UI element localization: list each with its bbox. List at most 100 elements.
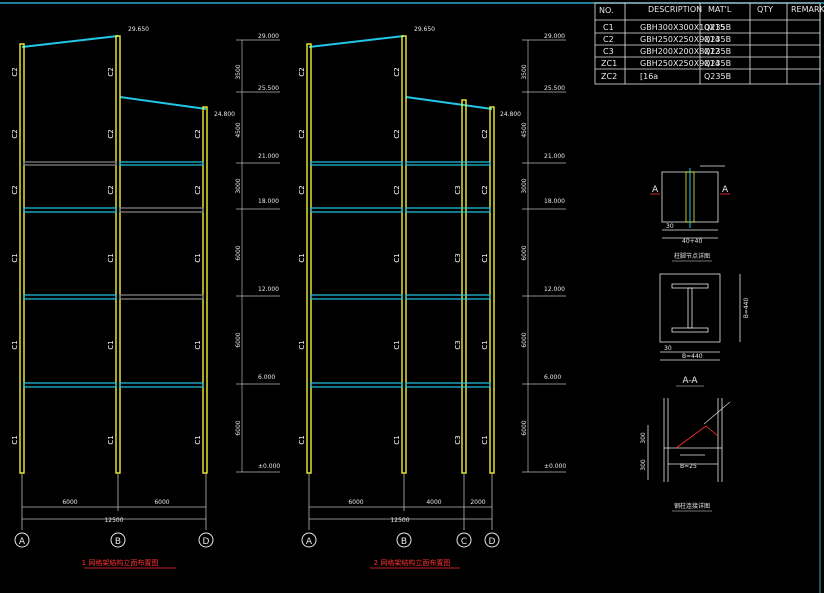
frame1-col-label-a-1: C1: [11, 435, 19, 444]
frame2-total-dim: 12500: [390, 517, 409, 524]
frame2-span-1: 6000: [348, 499, 363, 506]
frame2-col-label-b-3: C1: [393, 253, 401, 262]
frame1-col-label-d-2: C1: [194, 340, 202, 349]
frame1-col-label-d-4: C2: [194, 185, 202, 194]
frame2-dim-6000-a: 6000: [521, 245, 528, 260]
frame2-elev-18000: 18.000: [544, 198, 565, 205]
detail3-title: 钢柱连接详图: [674, 502, 710, 510]
frame1-col-label-a-3: C1: [11, 253, 19, 262]
detail-column-base-plan: A A 30 40+40 柱脚节点详图: [650, 165, 730, 262]
frame2-title: 2 网格架结构立面布置图: [374, 558, 451, 567]
frame2-col-label-d-3: C1: [481, 253, 489, 262]
frame2-col-label-a-1: C1: [298, 435, 306, 444]
frame1-col-label-b-4: C2: [107, 185, 115, 194]
frame1-dim-6000-a: 6000: [235, 245, 242, 260]
detail1-dim-30: 30: [666, 223, 674, 230]
frame1-span-1: 6000: [62, 499, 77, 506]
frame1-axis-b: B: [115, 537, 121, 547]
frame1-dim-4500: 4500: [235, 122, 242, 137]
frame1-col-label-a-5: C2: [11, 129, 19, 138]
frame2-axis-a: A: [306, 537, 313, 547]
frame2-col-label-a-4: C2: [298, 185, 306, 194]
detail1-dim-40: 40+40: [682, 238, 702, 245]
frame2-col-label-b-6: C2: [393, 67, 401, 76]
frame2-dim-6000-b: 6000: [521, 332, 528, 347]
frame2-col-label-b-4: C2: [393, 185, 401, 194]
table-header-material: MAT'L: [708, 5, 732, 14]
detail2-dim-30: 30: [664, 345, 672, 352]
frame2-dim-4500: 4500: [521, 122, 528, 137]
detail-column-connection: 300 300 B=25 钢柱连接详图: [640, 398, 731, 512]
table-header-description: DESCRIPTION: [648, 5, 702, 14]
table-row-1-no: C1: [603, 23, 614, 32]
frame1-col-label-b-3: C1: [107, 253, 115, 262]
table-row-5-desc: [16a: [640, 72, 658, 81]
frame1-roof-low: 24.800: [214, 111, 235, 118]
table-row-2-desc: GBH250X250X9X14: [640, 35, 720, 44]
detail2-title: A-A: [682, 376, 698, 386]
frame2-col-label-b-2: C1: [393, 340, 401, 349]
frame1-title: 1 网格架结构立面布置图: [82, 558, 159, 567]
frame2-col-label-d-5: C2: [481, 129, 489, 138]
table-row-2-no: C2: [603, 35, 614, 44]
frame1-elev-21000: 21.000: [258, 153, 279, 160]
frame2-dim-6000-c: 6000: [521, 420, 528, 435]
frame1-elev-12000: 12.000: [258, 286, 279, 293]
frame2-dim-3500: 3500: [521, 64, 528, 79]
frame2-col-label-d-4: C2: [481, 185, 489, 194]
frame2-col-label-c-3: C3: [454, 253, 462, 262]
frame2-axis-b: B: [401, 537, 407, 547]
frame1-axis-a: A: [19, 537, 26, 547]
table-header-qty: QTY: [757, 5, 773, 14]
frame1-col-label-d-3: C1: [194, 253, 202, 262]
frame2-elev-12000: 12.000: [544, 286, 565, 293]
frame2-col-label-c-2: C3: [454, 340, 462, 349]
frame1-elev-6000: 6.000: [258, 374, 275, 381]
frame2-elev-0: ±0.000: [544, 463, 566, 470]
frame2-elev-29000: 29.000: [544, 33, 565, 40]
frame2-elev-6000: 6.000: [544, 374, 561, 381]
table-row-5-mat: Q235B: [704, 72, 731, 81]
frame2-elev-25500: 25.500: [544, 85, 565, 92]
table-row-3-desc: GBH200X200X8X12: [640, 47, 720, 56]
frame2-axis-c: C: [461, 537, 467, 547]
frame1-dim-3500: 3500: [235, 64, 242, 79]
frame1-col-label-b-1: C1: [107, 435, 115, 444]
frame1-col-label-b-2: C1: [107, 340, 115, 349]
frame2-roof-peak: 29.650: [414, 26, 435, 33]
table-row-2-mat: Q235B: [704, 35, 731, 44]
frame2-dim-3000: 3000: [521, 178, 528, 193]
frame2-col-label-a-6: C2: [298, 67, 306, 76]
frame1-axis-d: D: [203, 537, 210, 547]
frame1-col-label-b-6: C2: [107, 67, 115, 76]
frame2-span-3: 2000: [470, 499, 485, 506]
table-header-no: NO.: [599, 6, 614, 15]
frame1-col-label-d-5: C2: [194, 129, 202, 138]
frame2-col-label-c-1: C3: [454, 435, 462, 444]
frame1-col-label-a-2: C1: [11, 340, 19, 349]
table-row-4-mat: Q235B: [704, 59, 731, 68]
frame1-dim-6000-c: 6000: [235, 420, 242, 435]
frame1-roof-peak: 29.650: [128, 26, 149, 33]
table-row-3-mat: Q235B: [704, 47, 731, 56]
table-header-remark: REMARK: [791, 5, 824, 14]
detail1-title: 柱脚节点详图: [674, 252, 710, 260]
frame2-col-label-d-1: C1: [481, 435, 489, 444]
detail1-marker-right: A: [722, 185, 729, 195]
table-row-4-desc: GBH250X250X9X14: [640, 59, 720, 68]
frame1-dim-6000-b: 6000: [235, 332, 242, 347]
frame1-col-label-a-6: C2: [11, 67, 19, 76]
frame1-elev-0: ±0.000: [258, 463, 280, 470]
detail-section-a-a: 30 B=440 B=440 A-A: [659, 273, 750, 387]
table-row-4-no: ZC1: [601, 59, 617, 68]
frame1-col-label-b-5: C2: [107, 129, 115, 138]
detail2-dim-440: B=440: [682, 353, 703, 360]
detail3-dim-b25: B=25: [680, 463, 697, 470]
frame2-axis-d: D: [489, 537, 496, 547]
detail1-marker-left: A: [652, 185, 659, 195]
frame2-elev-21000: 21.000: [544, 153, 565, 160]
table-row-3-no: C3: [603, 47, 614, 56]
frame1-dim-3000: 3000: [235, 178, 242, 193]
frame2-col-label-d-2: C1: [481, 340, 489, 349]
